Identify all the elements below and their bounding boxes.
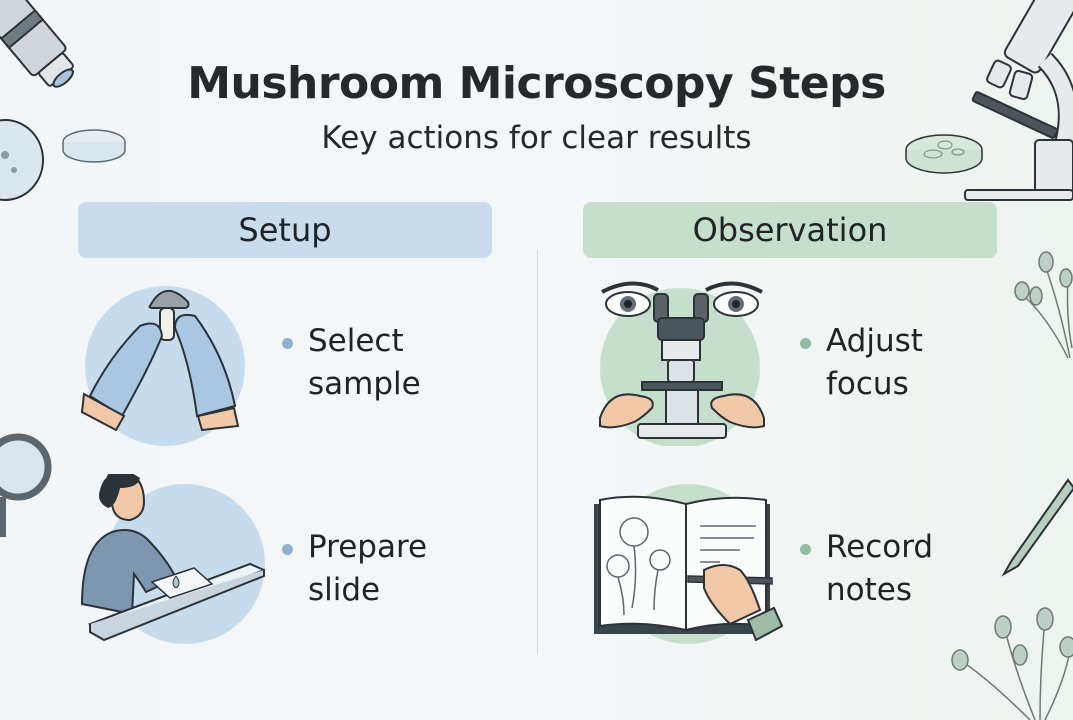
person-preparing-slide-icon [80,474,265,644]
pen-icon [1001,478,1073,577]
mold-spores-icon [951,607,1073,720]
step-label-line1: Select [308,323,404,359]
step-label-line2: sample [308,366,421,402]
step-label-line2: notes [826,572,912,608]
petri-dish-icon [0,119,44,201]
mold-spores-icon [1014,251,1073,359]
petri-dish-icon [62,129,126,163]
step-adjust-focus: Adjust focus [800,320,923,406]
step-select-sample: Select sample [282,320,421,406]
microscope-objective-icon [0,0,74,88]
microscope-icon [964,0,1073,201]
petri-dish-icon [905,134,983,174]
step-label-line2: focus [826,366,909,402]
step-label-line1: Adjust [826,323,923,359]
step-label-line2: slide [308,572,381,608]
magnifying-glass-icon [0,433,52,537]
bullet-icon [282,338,293,349]
eyes-microscope-hands-icon [599,281,765,446]
page-title: Mushroom Microscopy Steps [187,58,886,109]
gloved-hands-holding-mushroom-icon [80,286,245,446]
step-label-line1: Prepare [308,529,428,565]
bullet-icon [282,544,293,555]
section-header-setup: Setup [78,202,492,258]
column-divider [537,250,538,655]
bullet-icon [800,544,811,555]
section-header-observation: Observation [583,202,997,258]
step-record-notes: Record notes [800,526,933,612]
step-prepare-slide: Prepare slide [282,526,427,612]
step-label-line1: Record [826,529,934,565]
notebook-hand-writing-icon [594,484,783,644]
bullet-icon [800,338,811,349]
page-subtitle: Key actions for clear results [321,120,752,156]
